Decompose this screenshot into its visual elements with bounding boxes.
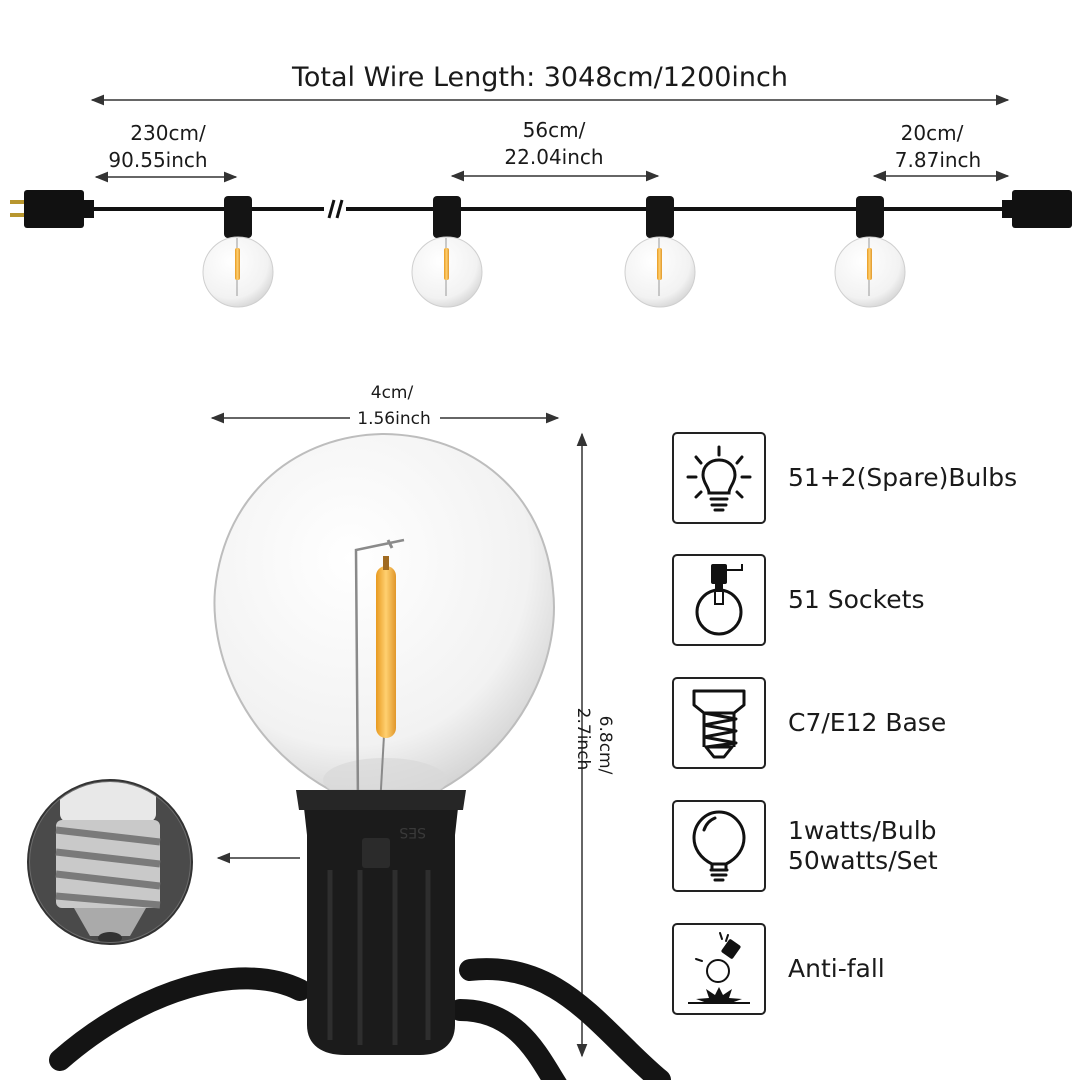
male-plug-icon bbox=[10, 190, 94, 228]
spacing-dim-line2: 22.04inch bbox=[504, 145, 603, 169]
first-bulb-dim-line2: 90.55inch bbox=[108, 148, 207, 172]
end-dim-line1: 20cm/ bbox=[901, 121, 964, 145]
power-cable bbox=[49, 958, 671, 1080]
feature-label: 51+2(Spare)Bulbs bbox=[788, 463, 1018, 492]
first-bulb-dim-line1: 230cm/ bbox=[130, 121, 206, 145]
wire-break-mark bbox=[327, 199, 336, 219]
feature-label: Anti-fall bbox=[788, 954, 885, 983]
screw-base-icon bbox=[692, 689, 746, 759]
globe-bulb-icon bbox=[692, 810, 746, 882]
bulb-glass-globe bbox=[213, 432, 555, 807]
bulb-height-dimension: 6.8cm/ 2.7inch bbox=[573, 432, 615, 1058]
feature-sockets: 51 Sockets bbox=[672, 554, 1072, 646]
feature-label: C7/E12 Base bbox=[788, 708, 947, 737]
socket-mark: SES bbox=[399, 824, 426, 840]
bulb-width-line1: 4cm/ bbox=[371, 383, 414, 403]
feature-icon-box bbox=[672, 554, 766, 646]
feature-icon-box bbox=[672, 432, 766, 524]
light-string bbox=[10, 190, 1072, 308]
feature-watts: 1watts/Bulb 50watts/Set bbox=[672, 800, 1072, 892]
bulb-glow-icon bbox=[686, 445, 752, 512]
string-bulb bbox=[202, 196, 274, 308]
base-zoom-callout bbox=[27, 779, 300, 945]
feature-anti-fall: Anti-fall bbox=[672, 923, 1072, 1015]
first-bulb-dimension: 230cm/ 90.55inch bbox=[94, 121, 238, 183]
bulb-spacing-dimension: 56cm/ 22.04inch bbox=[450, 118, 660, 182]
feature-bulbs: 51+2(Spare)Bulbs bbox=[672, 432, 1072, 524]
bulb-width-line2: 1.56inch bbox=[357, 409, 430, 429]
socket-bulb-icon bbox=[695, 564, 743, 636]
string-bulb bbox=[624, 196, 696, 308]
bulb-height-line1: 6.8cm/ bbox=[595, 716, 615, 775]
feature-icon-box bbox=[672, 677, 766, 769]
feature-icon-box bbox=[672, 800, 766, 892]
bulb-width-dimension: 4cm/ 1.56inch bbox=[210, 383, 560, 429]
feature-label: 1watts/Bulb 50watts/Set bbox=[788, 816, 938, 875]
bulb-socket: SES bbox=[296, 790, 466, 1055]
female-connector-icon bbox=[1002, 190, 1072, 228]
end-dim-line2: 7.87inch bbox=[895, 148, 981, 172]
feature-base: C7/E12 Base bbox=[672, 677, 1072, 769]
string-bulb bbox=[411, 196, 483, 308]
end-dimension: 20cm/ 7.87inch bbox=[872, 121, 1010, 182]
total-length-label: Total Wire Length: 3048cm/1200inch bbox=[291, 62, 788, 93]
string-bulb bbox=[834, 196, 906, 308]
total-length-dimension: Total Wire Length: 3048cm/1200inch bbox=[90, 62, 1010, 106]
feature-label: 51 Sockets bbox=[788, 585, 925, 614]
bulb-height-line2: 2.7inch bbox=[573, 708, 593, 771]
spacing-dim-line1: 56cm/ bbox=[523, 118, 586, 142]
feature-icon-box bbox=[672, 923, 766, 1015]
filament-icon bbox=[376, 566, 396, 738]
anti-fall-icon bbox=[688, 932, 750, 1004]
